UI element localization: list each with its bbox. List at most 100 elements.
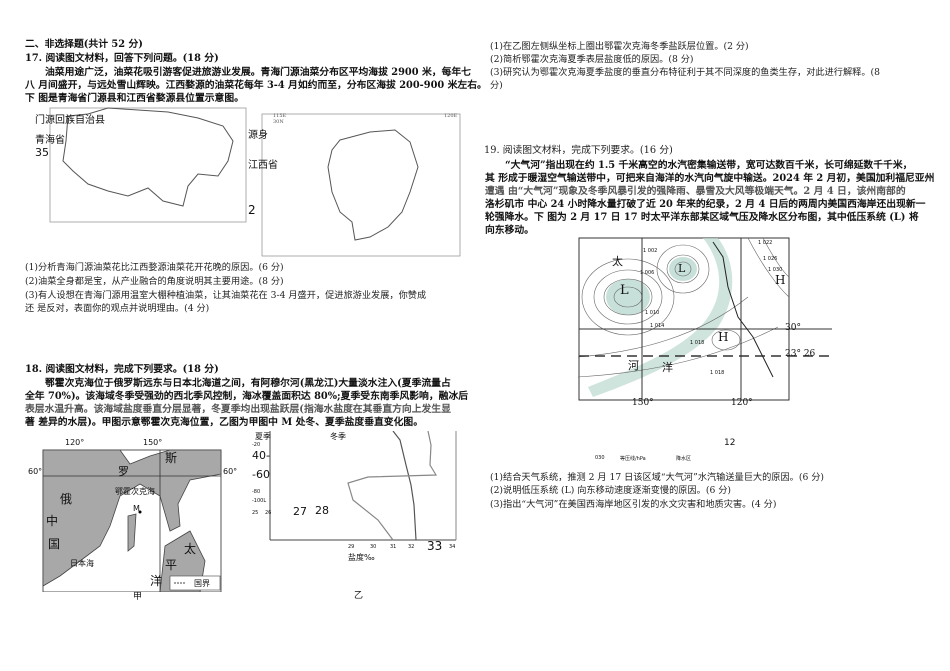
place-label: 鄂霍次克海 xyxy=(115,487,155,496)
q19-question: (2)说明低压系统 (L) 向东移动速度逐渐变慢的原因。(6 分) xyxy=(490,485,731,496)
section-title: 二、非选择题(共计 52 分) xyxy=(25,39,143,50)
lon-label: 120° xyxy=(731,398,753,408)
legend-label: 国界 xyxy=(194,579,210,588)
y-tick: 40- xyxy=(252,449,270,462)
q18-heading: 18. 阅读图文材料，完成下列要求。(18 分) xyxy=(25,364,219,375)
lat-label: 60° xyxy=(28,467,43,476)
place-label: 俄 xyxy=(60,492,73,506)
q17-para: 油菜用途广泛，油菜花吸引游客促进旅游业发展。青海门源油菜分布区平均海拔 2900… xyxy=(45,67,471,78)
isobar-label: 1 002 xyxy=(643,248,658,254)
q17-para: 八 月间盛开，与远处雪山辉映。江西婺源的油菜花每年 3-4 月如约而至，分布区海… xyxy=(25,80,487,91)
place-label: 日本海 xyxy=(70,559,94,568)
tick-label: 115E xyxy=(273,113,287,119)
lat-label: 60° xyxy=(223,467,238,476)
series-label: 冬季 xyxy=(330,432,346,441)
isobar-label: 1 018 xyxy=(690,340,705,346)
q19-heading: 19. 阅读图文材料，完成下列要求。(16 分) xyxy=(484,145,673,156)
x-tick: 25 xyxy=(252,510,259,516)
place-label: 中 xyxy=(46,514,59,528)
isobar-label: 1 006 xyxy=(640,270,655,276)
q19-para: 洛杉矶市 中心 24 小时降水量打破了近 20 年来的纪录，2 月 4 日后的两… xyxy=(485,199,926,210)
place-label: 平 xyxy=(165,558,178,572)
figure-caption: 甲 xyxy=(133,592,143,602)
x-tick: 33 xyxy=(427,539,443,553)
map-label: 2 xyxy=(248,203,256,217)
x-tick: 29 xyxy=(348,544,355,550)
place-label: 国 xyxy=(48,537,61,551)
high-center: H xyxy=(718,330,729,344)
place-label: 罗 xyxy=(118,465,129,478)
tick-label: 30N xyxy=(273,119,284,125)
okhotsk-map xyxy=(42,449,222,592)
map-text: 河 xyxy=(628,359,639,372)
q19-para: 其 形成于暖湿空气输送带中，可把来自海洋的水汽向气旋中输送。2024 年 2 月… xyxy=(485,173,935,184)
qinghai-map xyxy=(49,107,247,223)
isobar-label: 1 010 xyxy=(645,310,660,316)
place-label: 斯 xyxy=(165,451,178,465)
y-tick: -80 xyxy=(252,489,261,495)
tick-label: 120E xyxy=(444,113,458,119)
weather-map xyxy=(578,237,832,401)
salinity-chart xyxy=(269,431,457,541)
map-label: 门源回族自治县 xyxy=(35,115,105,126)
x-tick: 32 xyxy=(408,544,415,550)
lon-label: 150° xyxy=(143,438,163,447)
q18-para: 全年 70%)。该海域冬季受强劲的西北季风控制，海冰覆盖面积达 80%;夏季受东… xyxy=(25,391,469,402)
place-label: 太 xyxy=(184,542,197,556)
x-tick: 34 xyxy=(449,544,456,550)
legend-label: 030 xyxy=(595,455,605,461)
place-label: 洋 xyxy=(150,574,163,588)
isobar-label: 1 026 xyxy=(763,256,778,262)
high-center: H xyxy=(775,273,786,287)
q17-question: (3)有人设想在青海门源用温室大棚种植油菜，让其油菜花在 3-4 月盛开，促进旅… xyxy=(25,290,427,301)
map-text: 洋 xyxy=(662,361,673,374)
q19-para: “大气河”指出现在约 1.5 千米高空的水汽密集输送带，宽可达数百千米，长可绵延… xyxy=(505,160,913,171)
isobar-label: 1 030 xyxy=(768,267,783,273)
q18-question: (2)简析鄂霍次克海夏季表层盐度低的原因。(8 分) xyxy=(490,54,694,65)
low-center: L xyxy=(678,262,686,275)
q18-question: 分) xyxy=(490,80,503,91)
y-tick: -100L xyxy=(252,498,267,504)
map-label: 青海省 xyxy=(35,135,65,146)
place-label: M xyxy=(133,504,140,513)
isobar-label: 1 014 xyxy=(650,323,665,329)
y-tick: -60 xyxy=(252,468,270,481)
legend-label: 降水区 xyxy=(676,456,692,462)
map-label: 江西省 xyxy=(248,160,278,171)
x-tick: 26 xyxy=(265,510,272,516)
q18-question: (3)研究认为鄂霍次克海夏季盐度的垂直分布特征利于其不同深度的鱼类生存，对此进行… xyxy=(490,67,880,78)
figure-caption: 乙 xyxy=(354,591,364,601)
x-tick: 27 xyxy=(293,505,307,518)
q18-para: 鄂霍次克海位于俄罗斯远东与日本北海道之间，有阿穆尔河(黑龙江)大量淡水注入(夏季… xyxy=(45,378,451,389)
q17-question: 还 是反对，表面你的观点并说明理由。(4 分) xyxy=(25,303,210,314)
lat-label: 30° xyxy=(785,323,801,333)
x-tick: 28 xyxy=(315,504,329,517)
q18-para: 表层水温升高。该海域盐度垂直分层显著，冬夏季均出现盐跃层(指海水盐度在其垂直方向… xyxy=(25,404,451,415)
x-tick: 31 xyxy=(390,544,397,550)
isobar-label: 1 022 xyxy=(758,240,773,246)
lat-label: 23° 26 xyxy=(785,349,816,359)
map-text: 太 xyxy=(612,255,623,268)
q19-para: 遭遇 由“大气河”现象及冬季风暴引发的强降雨、暴雪及大风等极端天气。2 月 4 … xyxy=(485,186,906,197)
q18-question: (1)在乙图左侧纵坐标上圈出鄂霍次克海冬季盐跃层位置。(2 分) xyxy=(490,41,749,52)
map-label: 35 xyxy=(35,146,49,159)
series-label: 夏季 xyxy=(255,432,271,441)
map-label: 源身 xyxy=(248,130,268,141)
isobar-label: 1 018 xyxy=(710,370,725,376)
q18-para: 著 差异的水层)。甲图示意鄂霍次克海位置，乙图为甲图中 M 处冬、夏季盐度垂直变… xyxy=(25,417,423,428)
q19-para: 轮强降水。下 图为 2 月 17 日 17 时太平洋东部某区域气压及降水区分布图… xyxy=(485,212,919,223)
lon-label: 120° xyxy=(65,438,85,447)
lon-label: 150° xyxy=(632,398,654,408)
x-tick: 30 xyxy=(370,544,377,550)
low-center: L xyxy=(620,283,629,298)
page-number: 12 xyxy=(724,438,736,448)
jiangxi-map xyxy=(261,113,461,257)
x-axis-label: 盐度‰ xyxy=(348,553,375,562)
legend-label: 等压线/hPa xyxy=(620,456,646,462)
q17-heading: 17. 阅读图文材料，回答下列问题。(18 分) xyxy=(25,53,219,64)
q19-para: 向东移动。 xyxy=(485,225,534,236)
q19-question: (3)指出“大气河”在美国西海岸地区引发的水文灾害和地质灾害。(4 分) xyxy=(490,499,777,510)
q17-para: 下 图是青海省门源县和江西省婺源县位置示意图。 xyxy=(25,93,244,104)
y-tick: -20 xyxy=(252,442,261,448)
